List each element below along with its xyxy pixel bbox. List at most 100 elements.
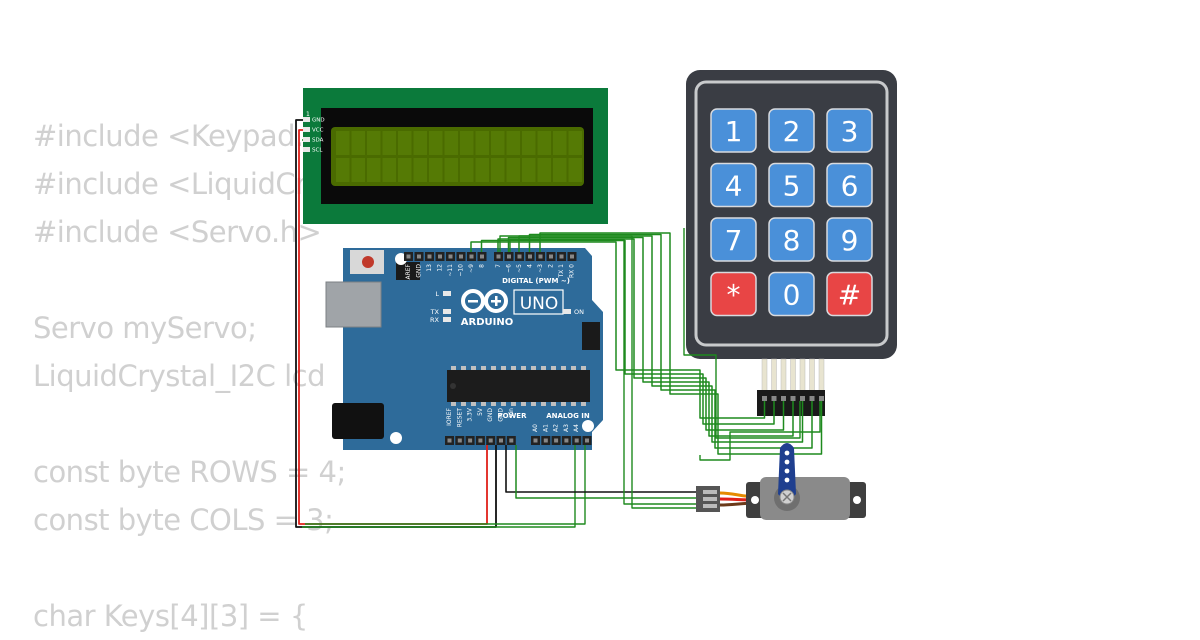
uno-box xyxy=(513,289,564,315)
lcd-cell xyxy=(398,131,412,155)
chip-pin xyxy=(551,366,556,370)
pin-label: A3 xyxy=(563,424,570,432)
pin-label: ~10 xyxy=(458,264,465,277)
lcd-pin xyxy=(303,147,310,152)
key-6[interactable]: 6 xyxy=(826,162,873,208)
key-4[interactable]: 4 xyxy=(710,162,757,208)
lcd-pin-label: SCL xyxy=(312,148,323,154)
lcd-pin-label: GND xyxy=(312,118,325,124)
key-star[interactable]: * xyxy=(710,271,757,317)
chip-pin xyxy=(471,366,476,370)
lcd-cell xyxy=(413,158,427,182)
key-hash[interactable]: # xyxy=(826,271,873,317)
servo-motor[interactable] xyxy=(696,443,866,520)
key-0[interactable]: 0 xyxy=(768,271,815,317)
wire xyxy=(470,241,766,419)
servo-body xyxy=(760,477,850,520)
lcd-pin xyxy=(303,117,310,122)
servo-plug-pins xyxy=(703,490,717,508)
mount-hole xyxy=(582,420,594,432)
keypad-connector xyxy=(757,390,825,416)
lcd-cell xyxy=(336,158,350,182)
chip-pin xyxy=(451,366,456,370)
key-2[interactable]: 2 xyxy=(768,108,815,153)
atmega-chip xyxy=(447,370,590,402)
lcd-character-grid xyxy=(336,131,582,182)
lcd-cell xyxy=(413,131,427,155)
lcd-pin-index: 1 xyxy=(306,111,310,118)
keypad-ribbon-cable xyxy=(761,358,825,392)
chip-pin xyxy=(481,402,486,406)
led-label: L xyxy=(435,290,439,298)
key-1[interactable]: 1 xyxy=(710,108,757,153)
chip-pin xyxy=(501,402,506,406)
status-led xyxy=(563,309,571,314)
key-label: 9 xyxy=(841,224,859,257)
code-line: Servo myServo; xyxy=(33,311,257,345)
chip-pin xyxy=(521,366,526,370)
lcd-cell xyxy=(568,131,582,155)
pin-label: GND xyxy=(498,408,505,422)
led-label: RX xyxy=(430,316,440,324)
chip-pin xyxy=(511,402,516,406)
chip-pin xyxy=(451,402,456,406)
wire xyxy=(499,235,696,509)
led-label: ON xyxy=(574,308,584,316)
lcd-cell xyxy=(367,158,381,182)
pin-label: RX 0 xyxy=(569,264,576,278)
key-label: 0 xyxy=(783,279,801,312)
pin-label: Vin xyxy=(508,408,515,418)
key-label: 1 xyxy=(725,115,743,148)
key-5[interactable]: 5 xyxy=(768,162,815,208)
lcd-cell xyxy=(491,158,505,182)
chip-pin xyxy=(511,366,516,370)
key-label: 3 xyxy=(841,115,859,148)
wire xyxy=(509,239,696,505)
lcd-cell xyxy=(351,131,365,155)
key-8[interactable]: 8 xyxy=(768,217,815,262)
wire xyxy=(507,236,794,437)
chip-pin xyxy=(541,366,546,370)
chip-pin xyxy=(501,366,506,370)
key-9[interactable]: 9 xyxy=(826,217,873,262)
pin-label: 13 xyxy=(426,264,433,272)
pin-label: 2 xyxy=(548,264,555,268)
lcd-cell xyxy=(475,131,489,155)
wire xyxy=(302,445,576,528)
chip-pin xyxy=(461,366,466,370)
lcd-cell xyxy=(460,158,474,182)
lcd-cell xyxy=(382,158,396,182)
pin-label: A1 xyxy=(542,424,549,432)
pin-label: RESET xyxy=(456,408,463,428)
pin-label: GND xyxy=(416,264,423,278)
pin-label: 12 xyxy=(437,264,444,272)
lcd-cell xyxy=(382,131,396,155)
wire xyxy=(298,129,488,525)
lcd-cell xyxy=(537,131,551,155)
lcd-cell xyxy=(506,158,520,182)
key-label: 2 xyxy=(783,115,801,148)
arduino-uno[interactable]: UNO ARDUINO DIGITAL (PWM ~) POWER ANALOG… xyxy=(325,248,603,450)
mount-hole xyxy=(390,432,402,444)
reset-button[interactable] xyxy=(362,256,374,268)
chip-pins xyxy=(450,366,586,406)
key-7[interactable]: 7 xyxy=(710,217,757,262)
lcd-cell xyxy=(351,158,365,182)
status-led xyxy=(443,291,451,296)
chip-pin xyxy=(561,402,566,406)
wire xyxy=(480,239,775,425)
lcd-cell xyxy=(460,131,474,155)
chip-pin xyxy=(491,366,496,370)
code-line: const byte COLS = 3; xyxy=(33,503,334,537)
keypad-frame xyxy=(694,80,889,347)
key-3[interactable]: 3 xyxy=(826,108,873,153)
key-label: 7 xyxy=(725,224,743,257)
pin-label: A2 xyxy=(553,424,560,432)
